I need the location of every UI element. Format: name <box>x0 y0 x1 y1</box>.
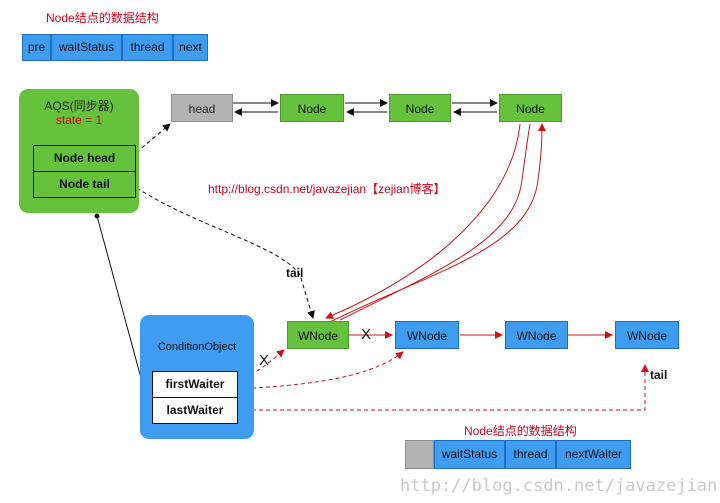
wait-node-first: WNode <box>287 321 349 349</box>
aqs-state: state = 1 <box>55 113 103 127</box>
bottom-field-thread: thread <box>505 440 556 469</box>
top-field-next: next <box>173 34 208 61</box>
blog-url: http://blog.csdn.net/javazejian【zejian博客… <box>208 182 446 196</box>
tail-pointer <box>130 183 315 319</box>
firstwaiter-new-pointer <box>237 351 404 390</box>
bottom-field-blank <box>405 440 434 469</box>
condition-object-box: ConditionObject firstWaiter lastWaiter <box>140 315 254 439</box>
sync-node: Node <box>280 94 344 122</box>
top-field-waitstatus: waitStatus <box>51 34 122 61</box>
bottom-field-nextwaiter: nextWaiter <box>556 440 631 469</box>
wnode-to-sync-inner <box>329 123 546 323</box>
wnode-to-sync-outer <box>339 123 531 321</box>
x-mark-upper: X <box>361 326 372 343</box>
sync-link-3 <box>452 99 498 116</box>
sync-to-wnode <box>325 123 521 319</box>
condition-field-lastwaiter: lastWaiter <box>152 397 238 424</box>
sync-link-2 <box>345 99 388 116</box>
aqs-field-head: Node head <box>33 145 136 172</box>
tail-label-upper: tail <box>286 266 304 280</box>
condition-to-aqs <box>94 213 142 379</box>
wait-node: WNode <box>505 321 568 349</box>
top-field-pre: pre <box>22 34 51 61</box>
firstwaiter-old-pointer <box>237 349 285 382</box>
tail-label-lower: tail <box>650 368 668 382</box>
x-mark-lower: X <box>259 352 270 369</box>
bottom-struct-title: Node结点的数据结构 <box>464 424 577 438</box>
sync-link-1 <box>233 99 279 116</box>
sync-node-last: Node <box>499 94 562 122</box>
condition-title: ConditionObject <box>157 341 237 353</box>
bottom-field-waitstatus: waitStatus <box>434 440 505 469</box>
aqs-field-tail: Node tail <box>33 171 136 198</box>
condition-field-firstwaiter: firstWaiter <box>152 371 238 398</box>
top-field-thread: thread <box>122 34 173 61</box>
wait-node: WNode <box>395 321 459 349</box>
sync-node: Node <box>389 94 451 122</box>
watermark: http://blog.csdn.net/javazejian <box>400 476 718 496</box>
lastwaiter-pointer <box>238 364 649 411</box>
wait-node-last: WNode <box>615 321 679 349</box>
top-struct-title: Node结点的数据结构 <box>46 11 159 25</box>
sync-node-head: head <box>171 94 233 122</box>
aqs-box: AQS(同步器) state = 1 Node head Node tail <box>19 89 139 213</box>
aqs-title: AQS(同步器) <box>44 99 114 113</box>
